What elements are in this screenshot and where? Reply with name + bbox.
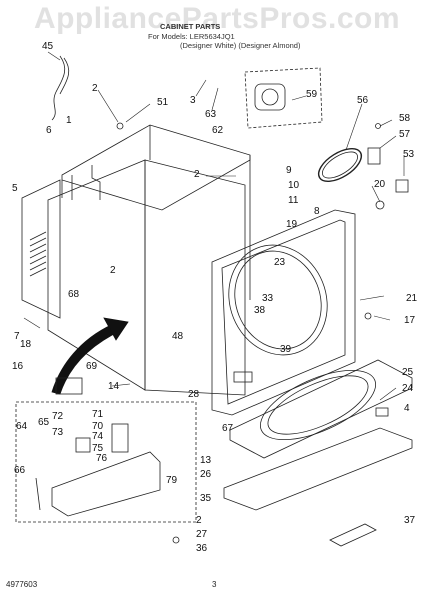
callout-24: 24 — [402, 383, 414, 394]
drum-belt — [317, 148, 363, 182]
callout-3: 3 — [190, 95, 196, 106]
callout-14: 14 — [108, 381, 120, 392]
page-number: 3 — [212, 580, 217, 589]
callout-16: 16 — [12, 361, 24, 372]
callout-19: 19 — [286, 219, 298, 230]
callout-70: 70 — [92, 421, 104, 432]
callout-48: 48 — [172, 331, 184, 342]
front-panel — [211, 209, 356, 416]
callout-37: 37 — [404, 515, 416, 526]
document-number: 4977603 — [6, 580, 38, 589]
callout-13: 13 — [200, 455, 212, 466]
diagram-variants: (Designer White) (Designer Almond) — [180, 41, 301, 50]
callout-6: 6 — [46, 125, 52, 136]
callout-36: 36 — [196, 543, 208, 554]
callout-28: 28 — [188, 389, 200, 400]
callout-25: 25 — [402, 367, 414, 378]
callout-53: 53 — [403, 149, 415, 160]
diagram-title-block: CABINET PARTS For Models: LER5634JQ1 (De… — [148, 22, 348, 51]
callout-75: 75 — [92, 443, 104, 454]
callout-2-mid: 2 — [194, 169, 200, 180]
callout-arrowhead-icon — [103, 317, 129, 341]
callout-21: 21 — [406, 293, 418, 304]
callout-2-top: 2 — [92, 83, 98, 94]
callout-69: 69 — [86, 361, 98, 372]
leader-lines — [23, 51, 405, 401]
callout-1: 1 — [66, 115, 72, 126]
power-cord — [51, 55, 70, 121]
callout-66: 66 — [14, 465, 26, 476]
callout-5: 5 — [12, 183, 18, 194]
callout-64: 64 — [16, 421, 28, 432]
left-side-panel — [21, 179, 61, 319]
callout-67: 67 — [222, 423, 234, 434]
callout-2-side: 2 — [110, 265, 116, 276]
callout-17: 17 — [404, 315, 416, 326]
callout-56: 56 — [357, 95, 369, 106]
callout-71: 71 — [92, 409, 104, 420]
callout-7: 7 — [14, 331, 20, 342]
callout-59: 59 — [306, 89, 318, 100]
callout-8: 8 — [314, 206, 320, 217]
diagram-models: For Models: LER5634JQ1 — [148, 31, 235, 41]
callout-11: 11 — [288, 195, 299, 206]
motor-assembly — [244, 67, 323, 129]
callout-38: 38 — [254, 305, 266, 316]
callout-45: 45 — [42, 41, 54, 52]
callout-35: 35 — [200, 493, 212, 504]
callout-23: 23 — [274, 257, 286, 268]
callout-79: 79 — [166, 475, 178, 486]
callout-51: 51 — [157, 97, 169, 108]
callout-63: 63 — [205, 109, 217, 120]
callout-65: 65 — [38, 417, 50, 428]
callout-76: 76 — [96, 453, 108, 464]
callout-73: 73 — [52, 427, 64, 438]
callout-57: 57 — [399, 129, 411, 140]
callout-26: 26 — [200, 469, 212, 480]
callout-62: 62 — [212, 125, 224, 136]
small-hardware-parts — [55, 122, 409, 544]
callout-68: 68 — [68, 289, 80, 300]
callout-9: 9 — [286, 165, 292, 176]
callout-39: 39 — [280, 344, 292, 355]
callout-2-bottom: 2 — [196, 515, 202, 526]
top-panel — [223, 359, 413, 547]
callout-72: 72 — [52, 411, 64, 422]
callout-33: 33 — [262, 293, 274, 304]
callout-74: 74 — [92, 431, 104, 442]
callout-58: 58 — [399, 113, 411, 124]
callout-18: 18 — [20, 339, 32, 350]
callout-27: 27 — [196, 529, 208, 540]
control-box-inset — [15, 401, 197, 523]
callout-4: 4 — [404, 403, 410, 414]
diagram-title: CABINET PARTS — [160, 22, 221, 31]
callout-10: 10 — [288, 180, 300, 191]
callout-20: 20 — [374, 179, 386, 190]
cabinet-body — [47, 124, 251, 396]
